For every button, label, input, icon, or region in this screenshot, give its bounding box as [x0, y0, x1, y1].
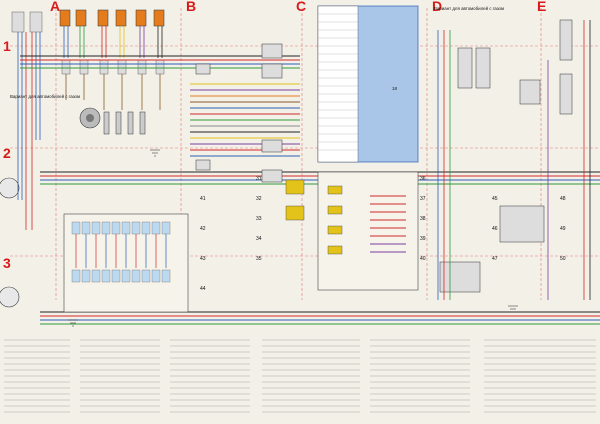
grid-guides — [10, 8, 600, 300]
relay-icon — [195, 43, 283, 183]
row-number-1: 1 — [3, 38, 11, 54]
zone-letter-b: B — [186, 0, 196, 14]
legend-block — [0, 334, 600, 424]
callout-label: 32 — [256, 196, 262, 202]
callout-label: 35 — [256, 256, 262, 262]
callout-label: 40 — [420, 256, 426, 262]
callout-label: 47 — [492, 256, 498, 262]
callout-label: 36 — [420, 176, 426, 182]
right-modules — [437, 19, 591, 300]
callouts: 31 32 33 34 35 36 37 38 39 40 41 42 43 4… — [200, 176, 566, 292]
zone-letter-a: A — [50, 0, 60, 14]
callout-label: 33 — [256, 216, 262, 222]
ecu-caption: 18 — [392, 86, 397, 91]
zone-letter-d: D — [432, 0, 442, 14]
callout-label: 44 — [200, 286, 206, 292]
sensor-icon — [285, 179, 343, 255]
variant-label-right: Вариант для автомобилей с газом — [434, 6, 504, 11]
ecu-block: 18 — [317, 5, 419, 163]
motor-icon — [79, 107, 101, 129]
spark-plug-icon — [103, 111, 146, 135]
zone-letter-c: C — [296, 0, 306, 14]
zone-letter-e: E — [537, 0, 546, 14]
callout-label: 43 — [200, 256, 206, 262]
callout-label: 38 — [420, 216, 426, 222]
variant-label-left: Вариант для автомобилей с газом — [10, 94, 80, 99]
callout-label: 42 — [200, 226, 206, 232]
callout-label: 34 — [256, 236, 262, 242]
callout-label: 37 — [420, 196, 426, 202]
callout-label: 46 — [492, 226, 498, 232]
headlamp-icon — [0, 177, 20, 308]
connector-icon — [11, 11, 165, 75]
zone-letters: A B C D E — [50, 0, 546, 14]
row-number-2: 2 — [3, 145, 11, 161]
ignition-coils — [11, 9, 165, 75]
callout-label: 48 — [560, 196, 566, 202]
ignition-coil-icon — [59, 9, 165, 27]
callout-label: 50 — [560, 256, 566, 262]
callout-label: 39 — [420, 236, 426, 242]
row-number-3: 3 — [3, 255, 11, 271]
callout-label: 41 — [200, 196, 206, 202]
central-connector-cluster — [285, 171, 419, 291]
wire-bundle-coils — [17, 26, 163, 230]
row-numbers: 1 2 3 — [3, 38, 11, 271]
callout-label: 49 — [560, 226, 566, 232]
callout-label: 31 — [256, 176, 262, 182]
ground-icon — [68, 149, 518, 327]
callout-label: 45 — [492, 196, 498, 202]
fuse-block — [63, 213, 189, 313]
